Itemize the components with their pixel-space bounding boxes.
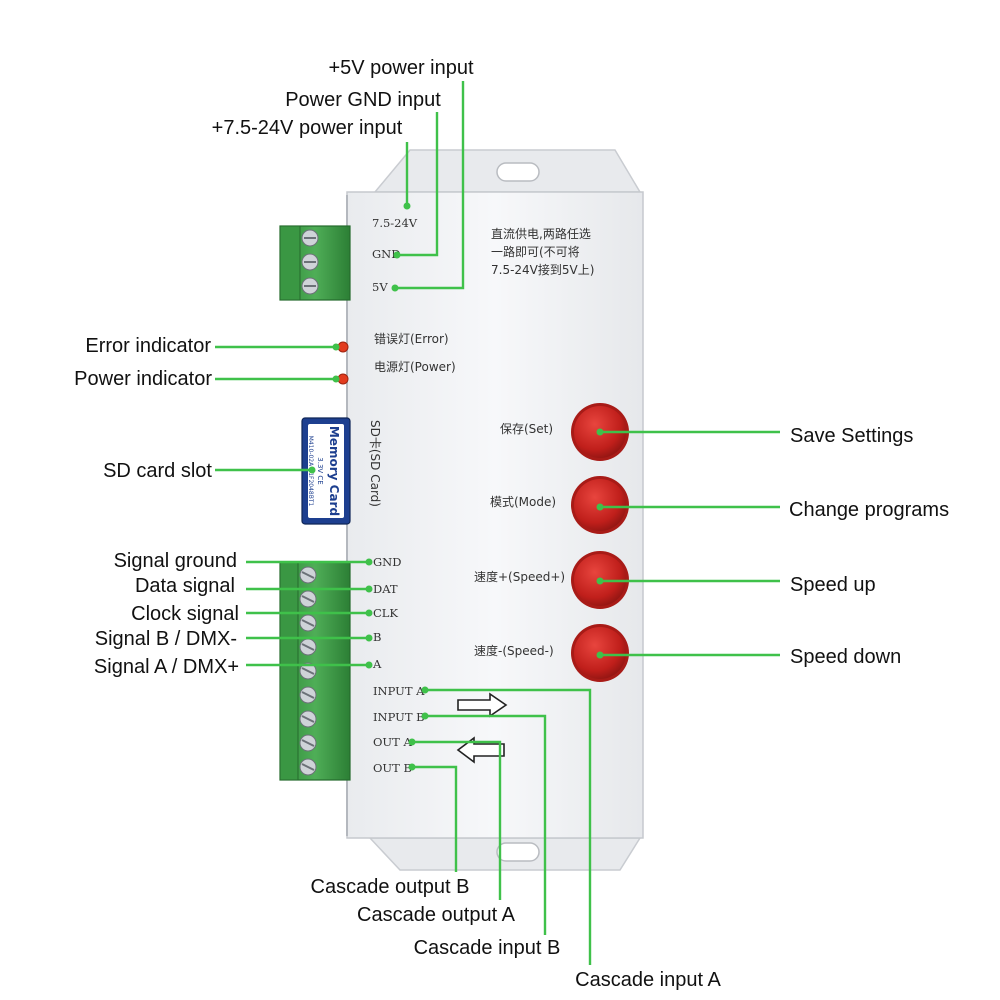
signal-terminal-screw [299, 710, 317, 728]
panel-label-7-5-24v: 7.5-24V [372, 216, 418, 230]
panel-label-clk: CLK [373, 606, 398, 620]
label-change-programs: Change programs [789, 499, 949, 521]
leader-dot [365, 609, 373, 617]
sd-card-brand: Memory Card [327, 426, 341, 516]
bottom-mounting-slot [496, 842, 540, 862]
power-terminal-screw [301, 229, 319, 247]
leader-dot [596, 503, 604, 511]
panel-label-input-b: INPUT B [373, 710, 425, 724]
signal-terminal-screw [299, 686, 317, 704]
leader-dot [393, 251, 401, 259]
panel-note-line3: 7.5-24V接到5V上) [491, 262, 594, 277]
leader-cascade-output-a [412, 740, 502, 900]
label-cascade-output-a: Cascade output A [357, 904, 516, 926]
panel-label-mode: 模式(Mode) [490, 495, 556, 509]
signal-terminal-block [279, 561, 351, 781]
panel-label-a: A [372, 657, 382, 671]
leader-dot [308, 466, 316, 474]
label-signal-a-dmx-plus: Signal A / DMX+ [94, 656, 239, 678]
leader-dot [365, 585, 373, 593]
panel-label-input-a: INPUT A [373, 684, 425, 698]
label-cascade-input-b: Cascade input B [414, 937, 561, 959]
leader-dot [332, 343, 340, 351]
leader-cascade-output-b [412, 765, 458, 872]
label-cascade-input-a: Cascade input A [575, 969, 721, 991]
top-mounting-slot [496, 162, 540, 182]
panel-label-speed-up: 速度+(Speed+) [474, 569, 565, 584]
panel-label-5v: 5V [372, 280, 388, 294]
panel-note-line1: 直流供电,两路任选 [491, 226, 591, 241]
power-terminal-block [279, 225, 351, 301]
signal-terminal-screw [299, 566, 317, 584]
panel-label-out-a: OUT A [373, 735, 412, 749]
label-speed-up: Speed up [790, 574, 876, 596]
panel-label-sig-gnd: GND [373, 555, 401, 569]
label-power-indicator: Power indicator [74, 368, 212, 390]
leader-dot [332, 375, 340, 383]
leader-dot [408, 738, 416, 746]
label-signal-ground: Signal ground [114, 550, 237, 572]
sd-card-spec: 3.3V CE [316, 457, 324, 484]
label-speed-down: Speed down [790, 646, 901, 668]
leader-dot [596, 651, 604, 659]
leader-dot [365, 634, 373, 642]
leader-5v-input [395, 81, 465, 290]
panel-label-error-led: 错误灯(Error) [374, 332, 449, 346]
sd-card: Memory Card 3.3V CE M410-02A A1F2048BT1 [301, 417, 351, 525]
panel-label-set: 保存(Set) [500, 422, 553, 436]
leader-dot [408, 763, 416, 771]
power-terminal-screw [301, 253, 319, 271]
label-sd-card-slot: SD card slot [103, 460, 212, 482]
input-arrow-icon [457, 692, 508, 718]
signal-terminal-screw [299, 662, 317, 680]
signal-terminal-screw [299, 638, 317, 656]
label-data-signal: Data signal [135, 575, 235, 597]
leader-lines [215, 81, 780, 965]
panel-label-sd-card: SD卡(SD Card) [368, 420, 382, 507]
panel-label-b: B [373, 630, 381, 644]
signal-terminal-screw [299, 590, 317, 608]
leader-cascade-input-a [425, 688, 592, 965]
leader-dot [596, 428, 604, 436]
label-clock-signal: Clock signal [131, 603, 239, 625]
panel-label-gnd: GND [372, 247, 400, 261]
leader-dot [365, 661, 373, 669]
leader-gnd-input [397, 112, 439, 257]
panel-label-speed-down: 速度-(Speed-) [474, 643, 554, 658]
leader-cascade-input-b [425, 714, 547, 935]
leader-dot [421, 686, 429, 694]
panel-note-line2: 一路即可(不可将 [491, 244, 580, 259]
leader-dot [391, 284, 399, 292]
leader-dot [403, 202, 411, 210]
label-error-indicator: Error indicator [85, 335, 211, 357]
label-power-gnd-input: Power GND input [285, 89, 441, 111]
label-7-5-24v-power-input: +7.5-24V power input [212, 117, 403, 139]
label-cascade-output-b: Cascade output B [311, 876, 470, 898]
power-terminal-screw [301, 277, 319, 295]
label-signal-b-dmx-minus: Signal B / DMX- [95, 628, 237, 650]
panel-label-power-led: 电源灯(Power) [374, 360, 456, 374]
signal-terminal-screw [299, 758, 317, 776]
leader-dot [365, 558, 373, 566]
leader-dot [596, 577, 604, 585]
label-save-settings: Save Settings [790, 425, 913, 447]
signal-terminal-screw [299, 614, 317, 632]
panel-label-out-b: OUT B [373, 761, 412, 775]
panel-label-dat: DAT [373, 582, 398, 596]
leader-dot [421, 712, 429, 720]
signal-terminal-screw [299, 734, 317, 752]
label-5v-power-input: +5V power input [328, 57, 474, 79]
